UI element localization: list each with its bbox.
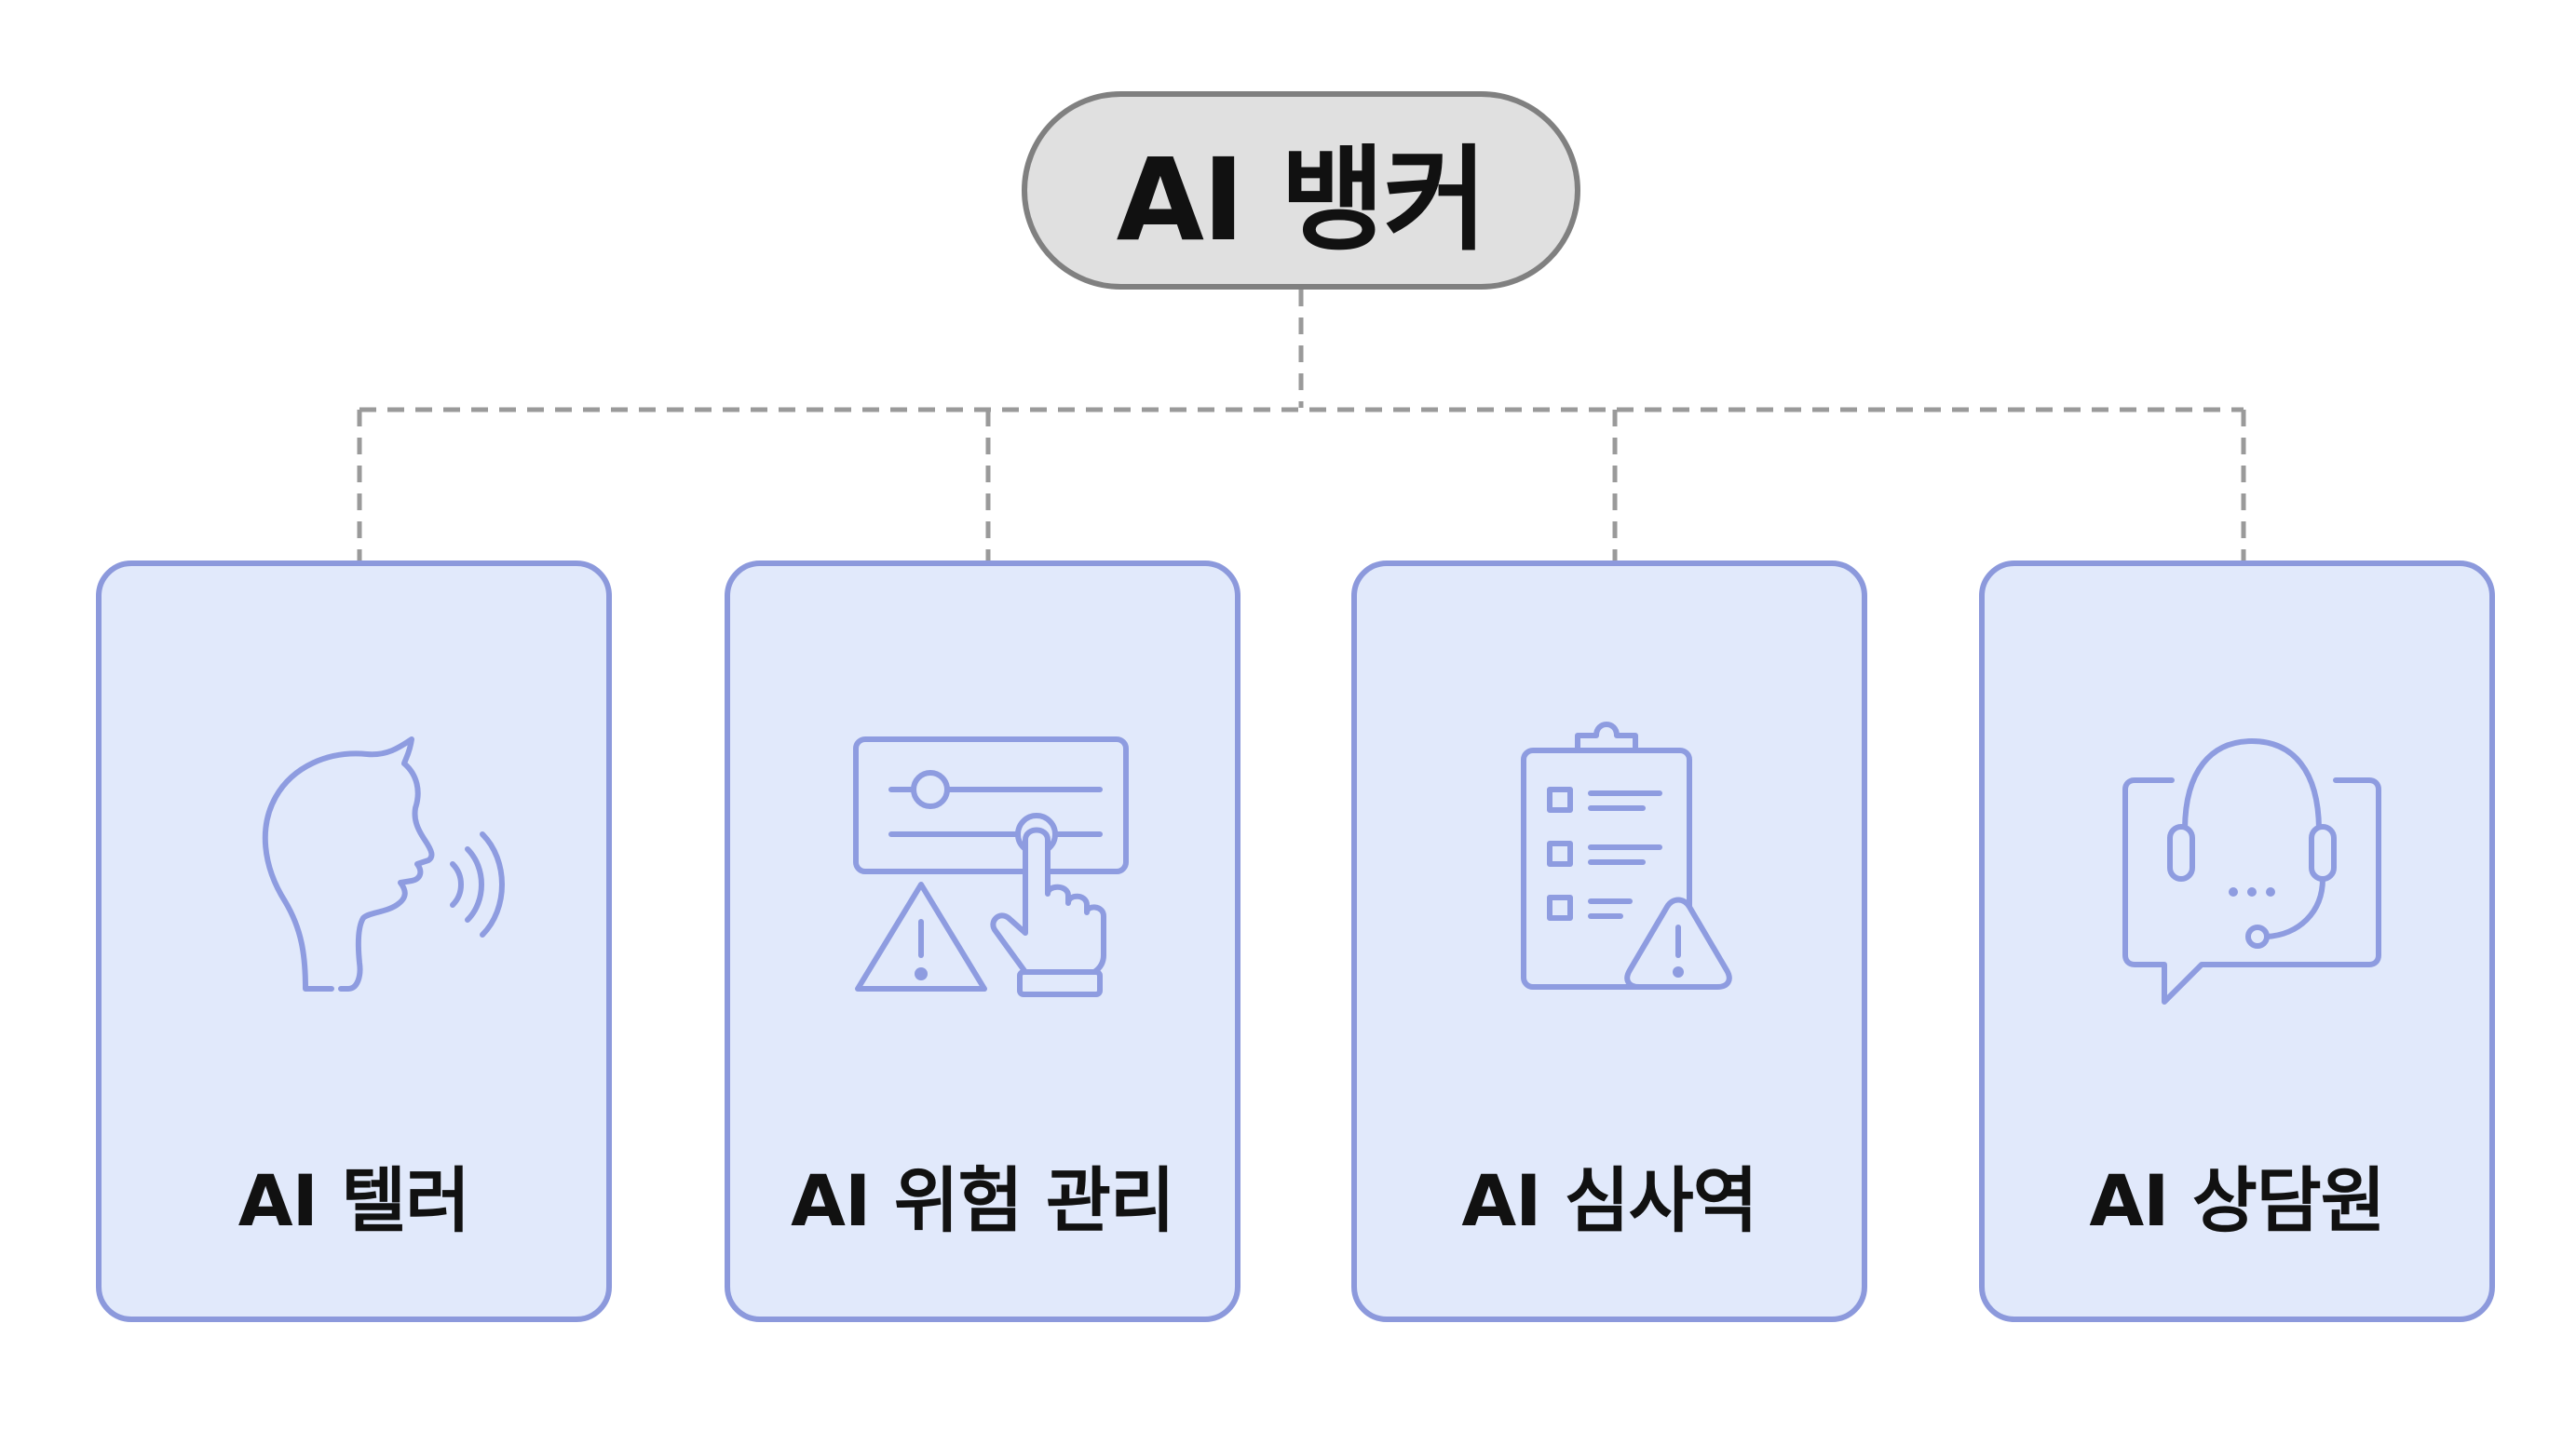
card-ai-teller: AI 텔러 [96, 560, 612, 1322]
card-label: AI 텔러 [237, 1159, 470, 1242]
card-label: AI 위험 관리 [791, 1159, 1175, 1242]
card-ai-examiner: AI 심사역 [1351, 560, 1867, 1322]
root-node: AI 뱅커 [1022, 91, 1580, 290]
card-label: AI 상담원 [2089, 1159, 2385, 1242]
root-label: AI 뱅커 [1116, 134, 1488, 266]
checklist-warning-icon [1457, 711, 1773, 1028]
speaking-head-icon [201, 711, 518, 1028]
card-label: AI 심사역 [1461, 1159, 1757, 1242]
card-ai-counselor: AI 상담원 [1979, 560, 2495, 1322]
headset-chat-icon [2084, 711, 2401, 1028]
risk-control-panel-icon [830, 711, 1146, 1028]
card-ai-risk-management: AI 위험 관리 [725, 560, 1241, 1322]
